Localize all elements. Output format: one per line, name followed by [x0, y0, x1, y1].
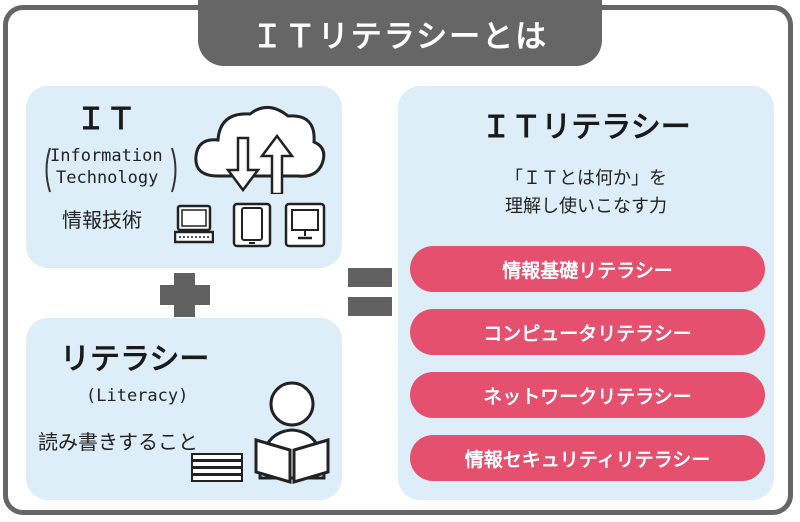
right-paren-icon: [171, 147, 177, 193]
it-literacy-desc-1: 「ＩＴとは何か」を: [505, 168, 667, 189]
literacy-item-computer: コンピュータリテラシー: [410, 309, 765, 355]
it-literacy-heading: ＩＴリテラシー: [481, 110, 691, 145]
it-japanese: 情報技術: [62, 208, 142, 232]
monitor-icon: [284, 202, 326, 248]
literacy-japanese: 読み書きすること: [38, 430, 198, 454]
title-tab: ＩＴリテラシーとは: [198, 0, 602, 66]
reading-person-icon: [254, 381, 330, 485]
literacy-item-information-basics: 情報基礎リテラシー: [410, 246, 765, 292]
laptop-icon: [174, 204, 214, 244]
page-title: ＩＴリテラシーとは: [251, 18, 549, 55]
up-down-arrows-icon: [225, 133, 295, 194]
left-paren-icon: [45, 147, 51, 193]
it-literacy-desc-2: 理解し使いこなす力: [505, 196, 667, 217]
book-stack-icon: [191, 453, 243, 482]
literacy-item-network: ネットワークリテラシー: [410, 372, 765, 418]
literacy-heading: リテラシー: [60, 342, 210, 377]
literacy-item-information-security: 情報セキュリティリテラシー: [410, 435, 765, 481]
it-english-line-2: Technology: [56, 168, 159, 188]
it-literacy-panel: ＩＴリテラシー 「ＩＴとは何か」を 理解し使いこなす力: [398, 86, 774, 500]
smartphone-icon: [232, 202, 272, 248]
literacy-panel: リテラシー (Literacy) 読み書きすること: [26, 318, 342, 500]
literacy-english: (Literacy): [86, 386, 189, 406]
cloud-icon: [194, 106, 326, 194]
it-english-line-1: Information: [50, 146, 163, 166]
it-panel: ＩＴ Information Technology 情報技術: [26, 86, 342, 268]
it-heading: ＩＴ: [76, 102, 136, 137]
